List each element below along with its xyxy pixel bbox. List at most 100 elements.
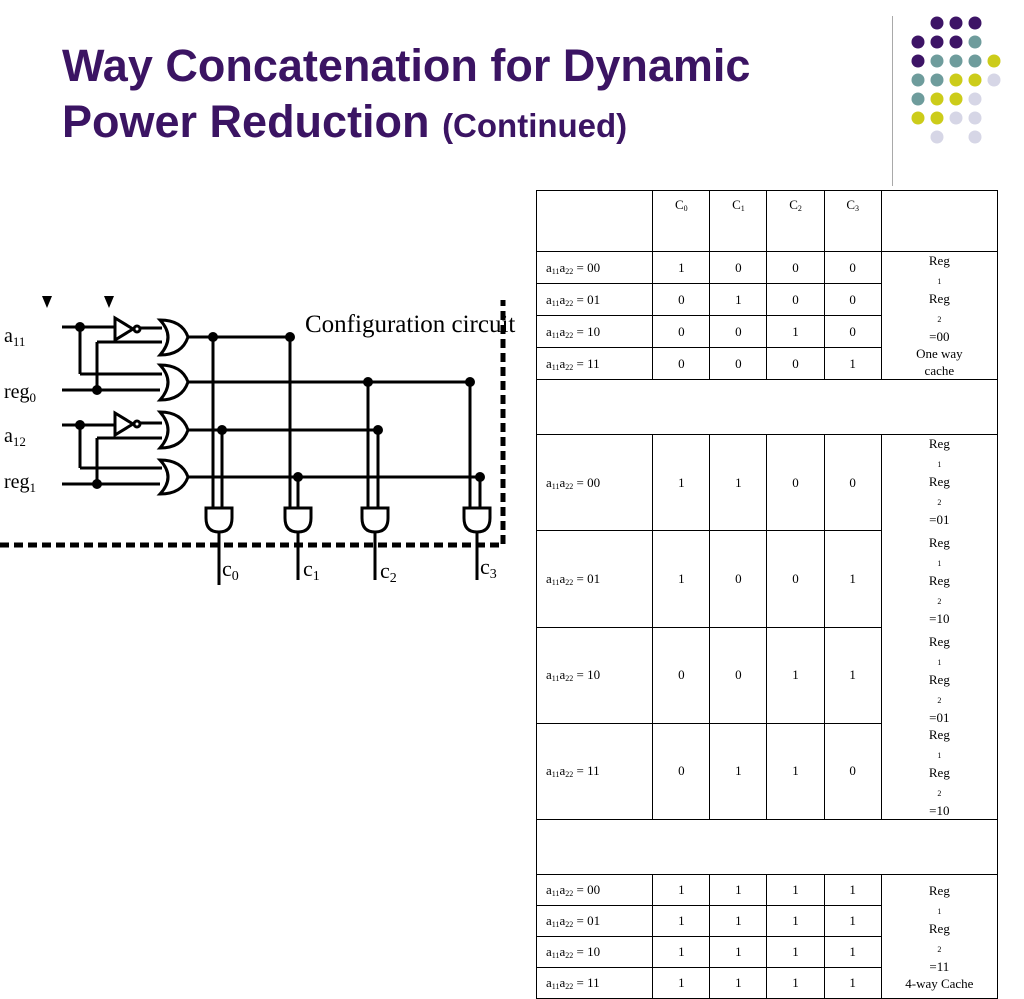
circuit-heading: Configuration circuit (305, 311, 515, 338)
input-label-a11: a11 (4, 325, 25, 349)
value-cell-c2: 0 (766, 433, 825, 532)
decorative-dot (930, 130, 944, 144)
input-label-a12: a12 (4, 425, 26, 449)
row-label-cell: a11a22 = 01 (535, 905, 654, 937)
decorative-dot (949, 92, 963, 106)
value-cell-c3: 1 (823, 874, 882, 906)
value-cell-c1: 1 (709, 905, 768, 937)
title-continued: (Continued) (442, 107, 628, 144)
decorative-dot (911, 111, 925, 125)
decorative-dot (968, 54, 982, 68)
decorative-dot (911, 54, 925, 68)
value-cell-c2: 1 (766, 936, 825, 968)
decorative-dot (968, 16, 982, 30)
decorative-dot (949, 111, 963, 125)
value-cell-c3: 0 (823, 433, 882, 532)
value-cell-c0: 1 (652, 433, 711, 532)
decorative-dot-grid (911, 16, 1001, 144)
decorative-dot (930, 54, 944, 68)
value-cell-c2: 0 (766, 347, 825, 380)
value-cell-c3: 1 (823, 347, 882, 380)
arrow-marker-2 (104, 296, 114, 308)
decorative-dot (949, 54, 963, 68)
value-cell-c1: 0 (709, 626, 768, 724)
decorative-dot (911, 92, 925, 106)
value-cell-c1: 1 (709, 722, 768, 821)
value-cell-c3: 1 (823, 905, 882, 937)
decorative-dot (949, 16, 963, 30)
decorative-dot (949, 35, 963, 49)
and-gate-c2 (360, 506, 390, 534)
arrow-marker-1 (42, 296, 52, 308)
header-empty-cell (535, 190, 654, 252)
value-cell-c3: 1 (823, 530, 882, 628)
row-label-cell: a11a22 = 11 (535, 347, 654, 380)
value-cell-c3: 0 (823, 722, 882, 821)
decorative-vertical-line (892, 16, 893, 186)
inverter-gate-1 (113, 315, 136, 343)
output-label-c3: c3 (480, 554, 497, 582)
value-cell-c3: 0 (823, 251, 882, 284)
row-label-cell: a11a22 = 10 (535, 626, 654, 724)
row-label-cell: a11a22 = 01 (535, 530, 654, 628)
value-cell-c3: 1 (823, 936, 882, 968)
decorative-dot (968, 130, 982, 144)
value-cell-c1: 1 (709, 433, 768, 532)
note-line: 4-way Cache (905, 975, 974, 991)
input-label-reg1: reg1 (4, 471, 36, 495)
decorative-dot (930, 92, 944, 106)
circuit-dashed-border (0, 300, 506, 548)
value-cell-c0: 0 (652, 283, 711, 316)
value-cell-c2: 0 (766, 251, 825, 284)
decorative-dot (968, 111, 982, 125)
decorative-dot (930, 16, 944, 30)
value-cell-c2: 1 (766, 967, 825, 999)
row-label-cell: a11a22 = 11 (535, 722, 654, 821)
value-cell-c3: 0 (823, 315, 882, 348)
value-cell-c2: 1 (766, 905, 825, 937)
value-cell-c2: 1 (766, 626, 825, 724)
value-cell-c0: 0 (652, 347, 711, 380)
output-label-c0: c0 (222, 556, 239, 584)
header-cell-c1: C1 (709, 190, 768, 252)
value-cell-c1: 0 (709, 315, 768, 348)
input-label-reg0: reg0 (4, 381, 36, 405)
row-label-cell: a11a22 = 01 (535, 283, 654, 316)
value-cell-c2: 1 (766, 315, 825, 348)
value-cell-c1: 0 (709, 347, 768, 380)
output-label-c2: c2 (380, 558, 397, 586)
value-cell-c1: 1 (709, 874, 768, 906)
value-cell-c1: 1 (709, 283, 768, 316)
spacer-cell (536, 379, 998, 435)
header-cell-c0: C0 (652, 190, 711, 252)
row-label-cell: a11a22 = 00 (535, 433, 654, 532)
or-gate-1 (156, 318, 190, 357)
row-label-cell: a11a22 = 11 (535, 967, 654, 999)
header-cell-c2: C2 (766, 190, 825, 252)
title-line-2: Power Reduction (Continued) (62, 94, 862, 154)
title-line-2-text: Power Reduction (62, 96, 430, 147)
value-cell-c3: 0 (823, 283, 882, 316)
value-cell-c2: 1 (766, 722, 825, 821)
row-label-cell: a11a22 = 00 (535, 874, 654, 906)
decorative-dot (930, 111, 944, 125)
output-label-c1: c1 (303, 556, 320, 584)
decorative-dot (968, 73, 982, 87)
table-spacer-row (536, 379, 998, 435)
value-cell-c3: 1 (823, 626, 882, 724)
spacer-cell (536, 819, 998, 875)
value-cell-c0: 0 (652, 626, 711, 724)
